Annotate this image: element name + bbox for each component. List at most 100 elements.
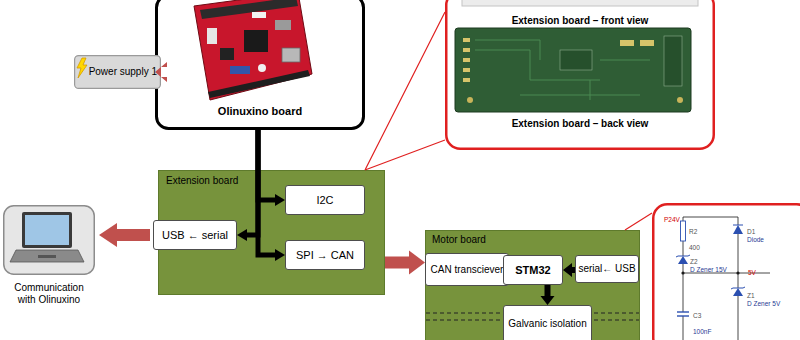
- node-label: 5V: [748, 269, 756, 276]
- block-arrow: [541, 285, 555, 305]
- lightning-icon: [77, 58, 87, 78]
- block-arrow: [563, 263, 575, 277]
- node-label: Power supply 1: [89, 66, 157, 78]
- label-slot: D1: [747, 220, 755, 238]
- node-label: Extension board: [166, 175, 238, 187]
- node-label: C3: [693, 312, 701, 319]
- power-circuit-schematic: [733, 225, 743, 226]
- connector: [365, 12, 445, 170]
- extension-board-back-photo: [664, 36, 682, 86]
- computer-box: Communication with Olinuxino: [3, 205, 95, 275]
- node-label: Motor board: [432, 234, 486, 246]
- olinuxino-photo: [252, 12, 266, 18]
- olinuxino-photo: [194, 0, 312, 100]
- connector: [625, 213, 652, 230]
- node-label: D1: [747, 228, 755, 235]
- shape-outline: [4, 206, 95, 275]
- power-circuit-schematic: [677, 311, 689, 312]
- power-circuit-schematic: [681, 271, 684, 274]
- label-slot: Diode: [747, 228, 764, 246]
- connector-line: [258, 130, 276, 200]
- label-slot: R2: [689, 220, 697, 238]
- label-slot: 400: [689, 236, 700, 254]
- olinuxino-photo: [208, 70, 310, 98]
- olinuxino-photo: [194, 0, 312, 100]
- power-circuit-schematic: [676, 255, 690, 257]
- label-slot: Z1: [747, 284, 755, 302]
- node-label: Galvanic isolation: [508, 318, 586, 330]
- node-label: STM32: [515, 264, 550, 277]
- extension-board: Extension boardI2C USB ← serialSPI → CAN: [158, 170, 385, 295]
- label-slot: Extension board – back view: [445, 113, 715, 131]
- arrowhead: [237, 229, 247, 241]
- label-slot: Extension board – front view: [445, 10, 715, 28]
- process-box: SPI → CAN: [285, 240, 365, 270]
- label-slot: 100nF: [693, 320, 711, 338]
- power-circuit-schematic: [683, 217, 770, 340]
- laptop-icon: [10, 250, 84, 262]
- label-slot: P24V: [664, 208, 680, 226]
- label-slot: D Zener 5V: [747, 292, 780, 310]
- callout-panel: Extension board – front viewExtension bo…: [445, 0, 715, 150]
- extension-board-back-photo: [463, 78, 470, 82]
- block-arrow: [99, 223, 150, 247]
- node-label: Communication with Olinuxino: [9, 282, 89, 305]
- power-circuit-schematic: [681, 221, 686, 241]
- extension-board-back-photo: [677, 97, 683, 103]
- board-panel: Olinuxino board: [155, 0, 365, 130]
- lightning-icon: [77, 58, 87, 78]
- node-label: 400: [689, 244, 700, 251]
- shape-outline: [653, 204, 800, 340]
- extension-board-back-photo: [620, 40, 634, 46]
- connector: [258, 130, 285, 206]
- shape-outline: [426, 231, 640, 340]
- extension-board-front-photo: [462, 0, 698, 6]
- connector: [385, 251, 425, 275]
- power-circuit-schematic: [733, 288, 743, 296]
- process-box: serial← USB: [575, 255, 639, 283]
- node-label: Extension board – back view: [512, 118, 649, 130]
- node-label: SPI → CAN: [296, 249, 354, 262]
- connector: [563, 263, 575, 277]
- node-label: Olinuxino board: [218, 105, 302, 118]
- process-box: Galvanic isolation: [503, 305, 592, 340]
- label-slot: Z2: [690, 250, 698, 268]
- block-arrow: [385, 251, 425, 275]
- power-circuit-schematic: [733, 225, 743, 234]
- extension-board-back-photo: [455, 28, 691, 112]
- power-circuit-schematic: [677, 315, 689, 316]
- olinuxino-photo: [230, 66, 250, 74]
- power-circuit-schematic: [678, 256, 688, 264]
- olinuxino-photo: [258, 64, 266, 72]
- laptop-icon: [38, 255, 56, 258]
- olinuxino-photo: [244, 30, 268, 52]
- shape-outline: [75, 56, 161, 89]
- olinuxino-photo: [207, 28, 217, 44]
- power-circuit-schematic: [736, 271, 739, 274]
- connector: [237, 130, 258, 241]
- connector: [99, 223, 150, 247]
- label-slot: D Zener 15V: [690, 258, 727, 276]
- extension-board-back-photo: [463, 38, 470, 42]
- process-box: USB ← serial: [153, 220, 237, 250]
- arrowhead: [275, 249, 285, 261]
- arrowhead: [275, 194, 285, 206]
- node-label: I2C: [316, 194, 333, 207]
- node-label: 100nF: [693, 328, 711, 335]
- extension-board-back-photo: [467, 97, 473, 103]
- extension-board-front-photo: [462, 0, 698, 6]
- olinuxino-photo: [275, 20, 291, 30]
- shape-outline: [159, 171, 385, 295]
- connector: [541, 285, 555, 305]
- laptop-icon: [25, 215, 69, 245]
- extension-board-back-photo: [560, 50, 592, 70]
- olinuxino-photo: [220, 48, 234, 60]
- node-label: USB ← serial: [162, 229, 228, 242]
- connector-line: [625, 213, 652, 230]
- leader-line: [365, 12, 445, 170]
- node-label: serial← USB: [578, 263, 635, 275]
